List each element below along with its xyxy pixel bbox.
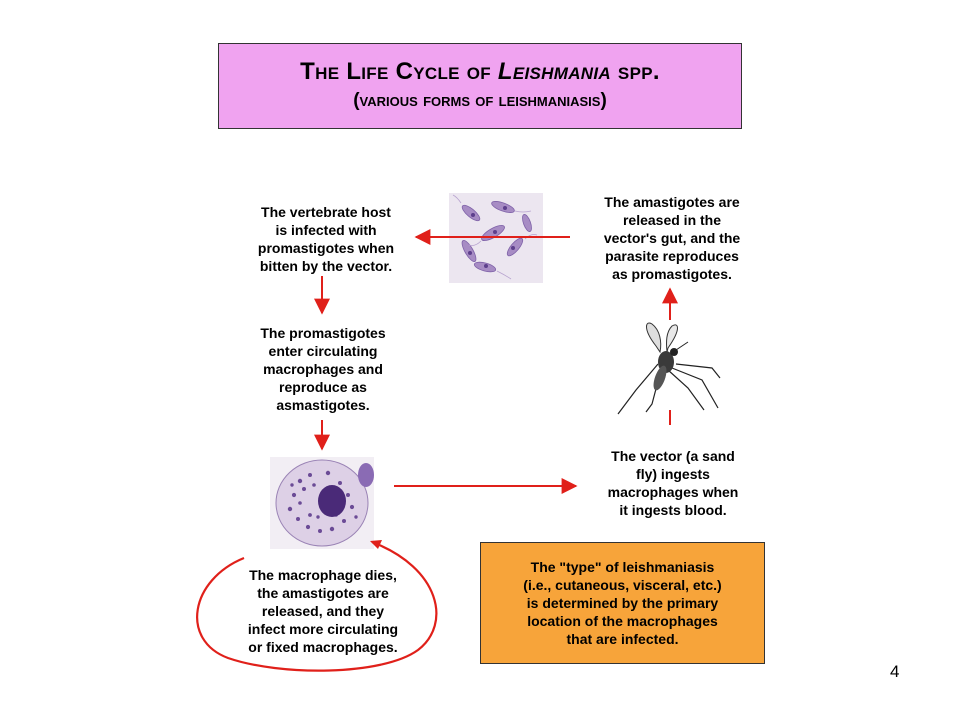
infected-macrophage-micrograph bbox=[270, 457, 374, 549]
step-host-infected: The vertebrate host is infected with pro… bbox=[240, 203, 412, 275]
step-macrophage-dies: The macrophage dies, the amastigotes are… bbox=[228, 566, 418, 656]
step-line: released in the bbox=[622, 212, 722, 228]
step-line: macrophages and bbox=[263, 361, 383, 377]
step-line: asmastigotes. bbox=[276, 397, 370, 413]
step-line: The promastigotes bbox=[260, 325, 386, 341]
reinfection-loop-arrowhead bbox=[370, 540, 382, 549]
step-line: The amastigotes are bbox=[604, 194, 740, 210]
step-line: The vertebrate host bbox=[261, 204, 391, 220]
step-line: the amastigotes are bbox=[257, 585, 389, 601]
step-line: is infected with bbox=[275, 222, 377, 238]
step-line: macrophages when bbox=[607, 484, 739, 500]
subtitle: (various forms of leishmaniasis) bbox=[353, 90, 607, 111]
title-text-1: The Life Cycle of bbox=[300, 58, 498, 85]
note-line: is determined by the primary bbox=[526, 595, 719, 611]
step-line: fly) ingests bbox=[636, 466, 710, 482]
step-line: The vector (a sand bbox=[611, 448, 735, 464]
step-line: The macrophage dies, bbox=[249, 567, 397, 583]
leishmaniasis-type-note: The "type" of leishmaniasis (i.e., cutan… bbox=[480, 542, 765, 664]
note-line: The "type" of leishmaniasis bbox=[530, 559, 715, 575]
step-line: bitten by the vector. bbox=[259, 258, 393, 274]
title-genus: Leishmania bbox=[497, 58, 611, 85]
step-released-in-gut: The amastigotes are released in the vect… bbox=[584, 193, 760, 283]
step-line: it ingests blood. bbox=[619, 502, 727, 518]
step-line: released, and they bbox=[261, 603, 385, 619]
step-vector-ingests: The vector (a sand fly) ingests macropha… bbox=[588, 447, 758, 519]
step-enter-macrophages: The promastigotes enter circulating macr… bbox=[240, 324, 406, 414]
note-line: (i.e., cutaneous, visceral, etc.) bbox=[523, 577, 722, 593]
step-line: or fixed macrophages. bbox=[248, 639, 398, 655]
title-text-2: spp. bbox=[610, 58, 660, 85]
reinfection-loop bbox=[196, 540, 438, 672]
step-line: infect more circulating bbox=[247, 621, 399, 637]
step-line: reproduce as bbox=[279, 379, 367, 395]
step-line: vector's gut, and the bbox=[603, 230, 741, 246]
step-line: enter circulating bbox=[268, 343, 378, 359]
title: The Life Cycle of Leishmania spp. bbox=[219, 58, 741, 86]
step-line: as promastigotes. bbox=[612, 266, 732, 282]
note-line: location of the macrophages bbox=[527, 613, 718, 629]
page-number: 4 bbox=[890, 662, 900, 681]
sand-fly-illustration bbox=[617, 322, 721, 415]
title-box: The Life Cycle of Leishmania spp. (vario… bbox=[218, 43, 742, 129]
step-line: parasite reproduces bbox=[605, 248, 739, 264]
step-line: promastigotes when bbox=[257, 240, 395, 256]
note-line: that are infected. bbox=[566, 631, 679, 647]
